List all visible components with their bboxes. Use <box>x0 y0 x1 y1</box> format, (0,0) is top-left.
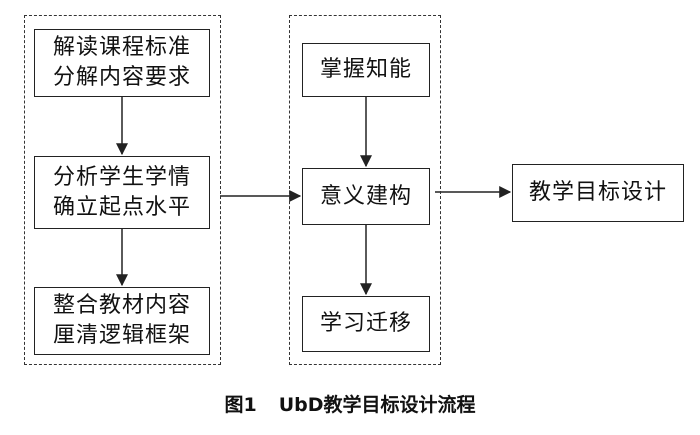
box-line: 分解内容要求 <box>52 65 191 90</box>
box-line: 分析学生学情 <box>52 164 191 190</box>
box-teaching-goal-design: 教学目标设计 <box>512 164 684 222</box>
box-xuexi-qianyi: 学习迁移 <box>302 296 430 352</box>
box-curriculum-standards: 解读课程标准 分解内容要求 <box>34 29 210 97</box>
box-zhangwo-zhineng: 掌握知能 <box>302 43 430 97</box>
middle-dashed-group <box>289 15 441 365</box>
box-line: 解读课程标准 <box>52 35 191 61</box>
box-label: 教学目标设计 <box>528 180 667 206</box>
box-line: 确立起点水平 <box>52 194 191 220</box>
box-line: 整合教材内容 <box>52 293 191 319</box>
box-line: 厘清逻辑框架 <box>52 323 191 348</box>
figure-caption: 图1 UbD教学目标设计流程 <box>0 390 700 417</box>
box-label: 意义建构 <box>319 183 412 209</box>
box-textbook-integration: 整合教材内容 厘清逻辑框架 <box>34 287 210 355</box>
left-dashed-group <box>24 15 221 365</box>
caption-title: UbD教学目标设计流程 <box>278 394 476 416</box>
box-student-analysis: 分析学生学情 确立起点水平 <box>34 156 210 229</box>
box-yiyi-jiangou: 意义建构 <box>302 168 430 225</box>
box-label: 掌握知能 <box>319 57 412 83</box>
box-label: 学习迁移 <box>319 311 412 337</box>
caption-number: 图1 <box>224 394 257 416</box>
